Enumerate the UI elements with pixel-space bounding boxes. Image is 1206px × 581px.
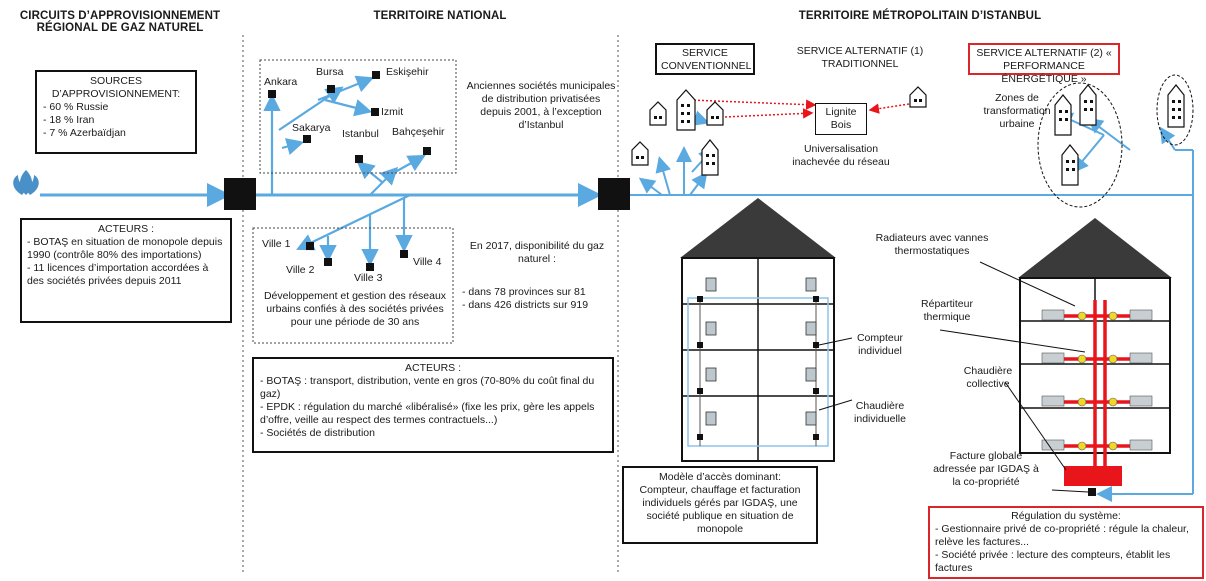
lignite-bois-box: Lignite Bois: [815, 103, 867, 135]
regulation-item: - Gestionnaire privé de co-propriété : r…: [935, 523, 1189, 548]
label-compteur-individuel: Compteur individuel: [856, 332, 904, 357]
universalisation-text: Universalisation inachevée du réseau: [792, 143, 890, 168]
ville-4: Ville 4: [413, 256, 442, 268]
label-chaudiere-collective: Chaudière collective: [963, 365, 1013, 390]
acteur-item: - EPDK : régulation du marché «libéralis…: [260, 401, 595, 426]
acteurs-national-box: ACTEURS : - BOTAŞ : transport, distribut…: [252, 357, 614, 453]
acteur-item: - BOTAŞ : transport, distribution, vente…: [260, 375, 595, 400]
gas-flame-icon: [13, 170, 39, 195]
disponibilite-item: - dans 78 provinces sur 81: [462, 286, 586, 298]
zones-text: Zones de transformation urbaine: [983, 92, 1051, 130]
city-sakarya: Sakarya: [292, 122, 331, 134]
disponibilite-item: - dans 426 districts sur 919: [462, 299, 589, 311]
anciennes-text: Anciennes sociétés municipales de distri…: [466, 80, 616, 131]
city-bursa: Bursa: [316, 66, 344, 78]
city-istanbul: Istanbul: [342, 128, 379, 140]
istanbul-node: [598, 178, 630, 210]
acteur-item: - BOTAŞ en situation de monopole depuis …: [27, 236, 223, 261]
source-item: - 18 % Iran: [43, 114, 95, 126]
label-repartiteur: Répartiteur thermique: [921, 298, 973, 323]
header-regional: CIRCUITS D’APPROVISIONNEMENT RÉGIONAL DE…: [19, 10, 221, 34]
service-alternatif-2-box: SERVICE ALTERNATIF (2) « PERFORMANCE ÉNE…: [968, 43, 1120, 85]
source-item: - 7 % Azerbaïdjan: [43, 127, 126, 139]
regulation-item: - Société privée : lecture des compteurs…: [935, 549, 1171, 574]
disponibilite-intro: En 2017, disponibilité du gaz naturel :: [469, 240, 605, 265]
building-individual: [680, 198, 836, 462]
modele-title: Modèle d’accès dominant:: [659, 471, 781, 483]
city-bahcesehir: Bahçeşehir: [392, 126, 445, 138]
modele-text: Compteur, chauffage et facturation indiv…: [639, 484, 801, 535]
sources-box: SOURCES D’APPROVISIONNEMENT: - 60 % Russ…: [35, 70, 197, 154]
ville-2: Ville 2: [286, 264, 315, 276]
label-facture-globale: Facture globale adressée par IGDAŞ à la …: [933, 450, 1039, 488]
modele-acces-box: Modèle d’accès dominant: Compteur, chauf…: [622, 466, 818, 544]
service-alternatif-1: SERVICE ALTERNATIF (1) TRADITIONNEL: [796, 45, 924, 70]
heating-riser: [1062, 300, 1130, 470]
sources-title: SOURCES D’APPROVISIONNEMENT:: [51, 75, 181, 100]
compressor-node: [224, 178, 256, 210]
developpement-text: Développement et gestion des réseaux urb…: [263, 290, 447, 328]
ville-3: Ville 3: [354, 272, 383, 284]
label-chaudiere-individuelle: Chaudière individuelle: [854, 400, 906, 425]
collective-boiler: [1064, 466, 1122, 486]
city-izmit: Izmit: [381, 106, 404, 118]
header-metropolitan: TERRITOIRE MÉTROPOLITAIN D’ISTANBUL: [798, 10, 1042, 22]
ville-1: Ville 1: [262, 238, 291, 250]
regulation-box: Régulation du système: - Gestionnaire pr…: [928, 506, 1204, 579]
source-item: - 60 % Russie: [43, 101, 109, 113]
header-national: TERRITOIRE NATIONAL: [373, 10, 507, 22]
label-radiateurs: Radiateurs avec vannes thermostatiques: [875, 232, 989, 257]
acteurs-title: ACTEURS :: [404, 362, 461, 374]
acteurs-title: ACTEURS :: [97, 223, 154, 235]
buildings-conventional: [631, 86, 927, 176]
regulation-title: Régulation du système:: [1011, 510, 1121, 522]
acteur-item: - Sociétés de distribution: [260, 427, 375, 439]
acteur-item: - 11 licences d’importation accordées à …: [27, 262, 209, 287]
city-ankara: Ankara: [264, 76, 298, 88]
city-eskisehir: Eskişehir: [386, 66, 429, 78]
acteurs-regional-box: ACTEURS : - BOTAŞ en situation de monopo…: [20, 218, 232, 323]
service-conventionnel-box: SERVICE CONVENTIONNEL: [655, 43, 755, 75]
